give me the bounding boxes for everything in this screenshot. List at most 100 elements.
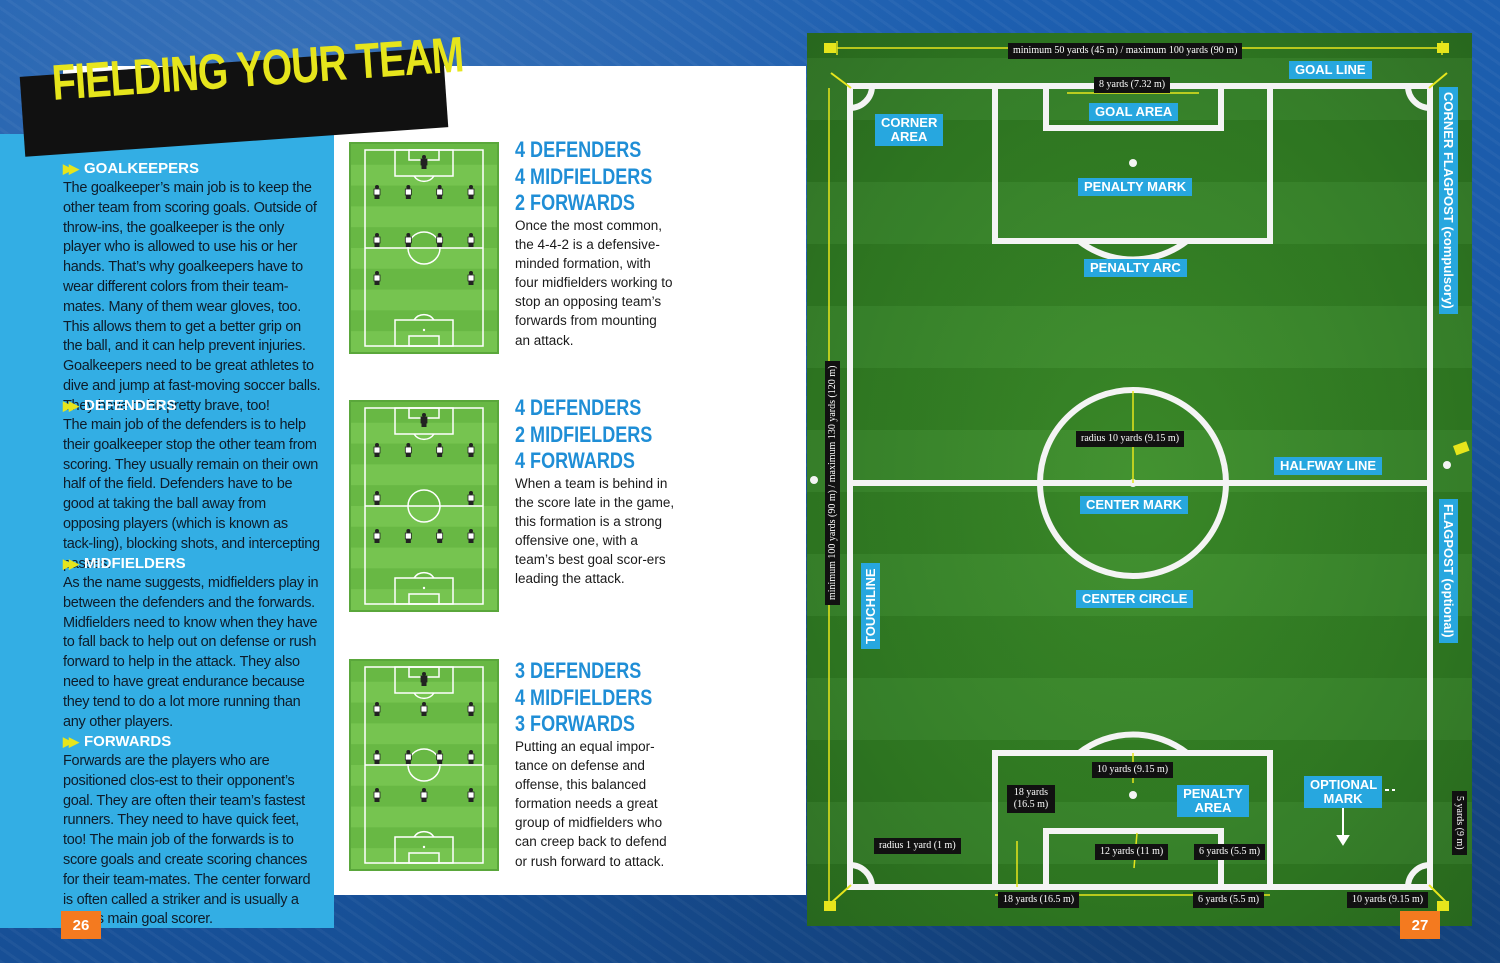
- center-circle: [1037, 387, 1229, 579]
- dimension-length: minimum 100 yards (90 m) / maximum 130 y…: [825, 360, 840, 605]
- label-center-circle: CENTER CIRCLE: [1076, 590, 1194, 608]
- player-icon: [373, 529, 381, 543]
- double-arrow-icon: ▶▶: [63, 555, 79, 571]
- player-icon: [467, 750, 475, 764]
- dimension-penalty-distance: 12 yards (11 m): [1095, 844, 1169, 860]
- formation-diagram: [349, 142, 499, 354]
- player-icon: [404, 185, 412, 199]
- player-icon: [420, 788, 428, 802]
- section-heading: MIDFIELDERS: [84, 555, 186, 572]
- page-number-left: 26: [61, 911, 101, 939]
- corner-arc: [849, 862, 875, 888]
- double-arrow-icon: ▶▶: [63, 160, 79, 176]
- penalty-spot: [1129, 791, 1137, 799]
- dimension-pa-side: 18 yards (16.5 m): [998, 892, 1080, 908]
- section-body: The goalkeeper’s main job is to keep the…: [63, 180, 321, 414]
- double-arrow-icon: ▶▶: [63, 397, 79, 413]
- penalty-spot: [1129, 159, 1137, 167]
- label-corner-flagpost: CORNER FLAGPOST (compulsory): [1439, 87, 1458, 314]
- formation-description: Putting an equal impor-tance on defense …: [515, 739, 667, 869]
- double-arrow-icon: ▶▶: [63, 733, 79, 749]
- formation-diagram: [349, 400, 499, 612]
- label-penalty-area: PENALTY AREA: [1177, 785, 1249, 817]
- page-number-right: 27: [1400, 911, 1440, 939]
- label-center-mark: CENTER MARK: [1080, 496, 1189, 514]
- section-heading: GOALKEEPERS: [84, 160, 200, 177]
- formation-field: [351, 661, 497, 869]
- player-icon: [467, 443, 475, 457]
- flag-icon: [1437, 901, 1449, 911]
- dimension-corner-radius: radius 1 yard (1 m): [874, 838, 961, 854]
- formation-title: 3 DEFENDERS 4 MIDFIELDERS 3 FORWARDS: [515, 658, 653, 736]
- flag-icon: [1453, 441, 1470, 456]
- corner-arc: [1405, 85, 1431, 111]
- label-optional-mark: OPTIONAL MARK: [1304, 776, 1382, 808]
- player-icon: [436, 750, 444, 764]
- sidebar-panel: [0, 134, 334, 928]
- goalkeeper-icon: [420, 413, 428, 427]
- player-icon: [373, 788, 381, 802]
- dimension-ga-side: 6 yards (5.5 m): [1193, 892, 1265, 908]
- player-icon: [436, 185, 444, 199]
- player-icon: [467, 233, 475, 247]
- formation-field: [351, 144, 497, 352]
- flag-icon: [824, 43, 836, 53]
- section-forwards: ▶▶ FORWARDS Forwards are the players who …: [63, 733, 321, 930]
- label-corner-area: CORNER AREA: [875, 114, 943, 146]
- label-penalty-arc: PENALTY ARC: [1084, 259, 1187, 277]
- player-icon: [436, 529, 444, 543]
- player-icon: [467, 529, 475, 543]
- goalkeeper-icon: [420, 155, 428, 169]
- player-icon: [436, 233, 444, 247]
- soccer-field: minimum 50 yards (45 m) / maximum 100 ya…: [807, 33, 1472, 926]
- section-goalkeepers: ▶▶ GOALKEEPERS The goalkeeper’s main job …: [63, 160, 321, 417]
- player-icon: [373, 233, 381, 247]
- formation-diagram: [349, 659, 499, 871]
- flag-dot: [1443, 461, 1451, 469]
- section-body: The main job of the defenders is to help…: [63, 417, 320, 572]
- label-penalty-mark: PENALTY MARK: [1078, 178, 1193, 196]
- player-icon: [404, 529, 412, 543]
- player-icon: [373, 443, 381, 457]
- goalkeeper-icon: [420, 672, 428, 686]
- flag-icon: [824, 901, 836, 911]
- player-icon: [373, 491, 381, 505]
- player-icon: [373, 702, 381, 716]
- formation-title: 4 DEFENDERS 4 MIDFIELDERS 2 FORWARDS: [515, 137, 653, 215]
- player-icon: [373, 271, 381, 285]
- player-icon: [467, 491, 475, 505]
- player-icon: [404, 233, 412, 247]
- section-heading: FORWARDS: [84, 733, 172, 750]
- label-halfway-line: HALFWAY LINE: [1274, 457, 1383, 475]
- section-heading: DEFENDERS: [84, 397, 177, 414]
- flag-dot: [810, 476, 818, 484]
- bottom-penalty-arc: [1077, 731, 1189, 756]
- label-goal-line: GOAL LINE: [1289, 61, 1372, 79]
- dimension-pa-depth: 18 yards (16.5 m): [1007, 785, 1055, 813]
- corner-arc: [1405, 862, 1431, 888]
- section-defenders: ▶▶ DEFENDERS The main job of the defender…: [63, 397, 321, 574]
- dimension-flag-side: 5 yards (9 m): [1452, 791, 1467, 855]
- player-icon: [420, 702, 428, 716]
- dimension-arc-radius: 10 yards (9.15 m): [1092, 762, 1174, 778]
- formation-title: 4 DEFENDERS 2 MIDFIELDERS 4 FORWARDS: [515, 395, 653, 473]
- dimension-ga-depth: 6 yards (5.5 m): [1194, 844, 1266, 860]
- player-icon: [373, 185, 381, 199]
- formation-description: When a team is behind in the score late …: [515, 476, 675, 587]
- player-icon: [404, 443, 412, 457]
- player-icon: [404, 750, 412, 764]
- section-midfielders: ▶▶MIDFIELDERS As the name suggests, midf…: [63, 555, 321, 732]
- player-icon: [467, 702, 475, 716]
- dimension-goal-width: 8 yards (7.32 m): [1094, 77, 1171, 93]
- player-icon: [467, 185, 475, 199]
- label-touchline: TOUCHLINE: [861, 563, 880, 649]
- dimension-optional-mark: 10 yards (9.15 m): [1347, 892, 1429, 908]
- formation-field: [351, 402, 497, 610]
- section-body: Forwards are the players who are positio…: [63, 753, 311, 928]
- corner-arc: [849, 85, 875, 111]
- player-icon: [467, 271, 475, 285]
- player-icon: [436, 443, 444, 457]
- player-icon: [373, 750, 381, 764]
- formation-description: Once the most common, the 4-4-2 is a def…: [515, 218, 673, 348]
- flag-icon: [1437, 43, 1449, 53]
